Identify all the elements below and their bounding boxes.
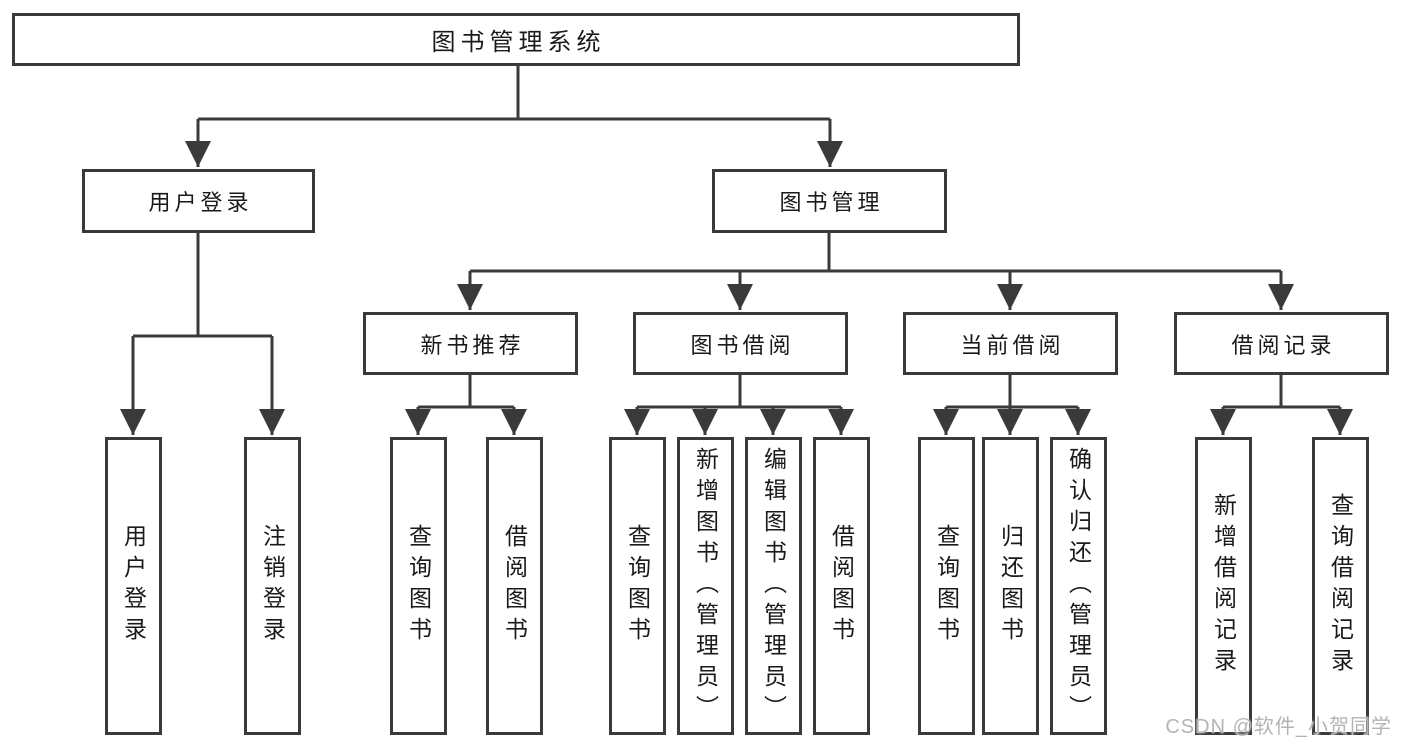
leaf-recommend-query-books: 查询图书 (390, 437, 447, 735)
leaf-borrow-edit-books-admin: 编辑图书（管理员） (745, 437, 802, 735)
watermark: CSDN @软件_小贺同学 (1165, 716, 1392, 738)
leaf-borrow-borrow-books: 借阅图书 (813, 437, 870, 735)
node-book-borrowing: 图书借阅 (633, 312, 848, 375)
leaf-borrow-add-books-admin: 新增图书（管理员） (677, 437, 734, 735)
leaf-current-return-books: 归还图书 (982, 437, 1039, 735)
node-new-book-recommend: 新书推荐 (363, 312, 578, 375)
node-borrowing-records: 借阅记录 (1174, 312, 1389, 375)
leaf-logout: 注销登录 (244, 437, 301, 735)
node-library-system: 图书管理系统 (12, 13, 1020, 66)
leaf-current-query-books: 查询图书 (918, 437, 975, 735)
leaf-user-login: 用户登录 (105, 437, 162, 735)
node-user-login: 用户登录 (82, 169, 315, 233)
leaf-recommend-borrow-books: 借阅图书 (486, 437, 543, 735)
leaf-records-add-record: 新增借阅记录 (1195, 437, 1252, 735)
leaf-current-confirm-return-admin: 确认归还（管理员） (1050, 437, 1107, 735)
node-book-management: 图书管理 (712, 169, 947, 233)
leaf-borrow-query-books: 查询图书 (609, 437, 666, 735)
node-current-borrowing: 当前借阅 (903, 312, 1118, 375)
leaf-records-query-record: 查询借阅记录 (1312, 437, 1369, 735)
